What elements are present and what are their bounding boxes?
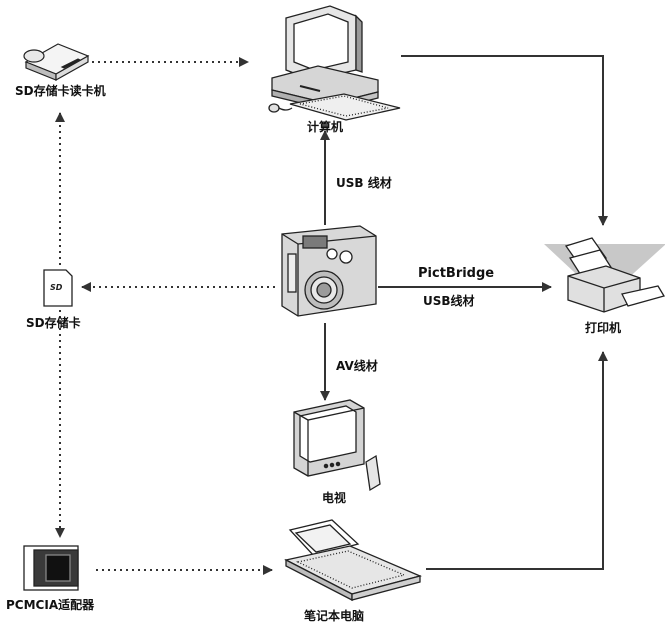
node-label-sd-reader: SD存储卡读卡机 (15, 84, 106, 98)
connectors (55, 55, 608, 575)
node-label-sd-card: SD存储卡 (26, 316, 81, 330)
node-label-computer: 计算机 (307, 120, 344, 134)
edge-label-usb-up: USB 线材 (336, 176, 392, 190)
svg-text:SD: SD (50, 283, 63, 292)
edge-laptop-to-printer (426, 351, 608, 570)
printer-icon (544, 237, 665, 313)
node-label-pcmcia: PCMCIA适配器 (6, 598, 95, 612)
digital-camera-icon (281, 225, 377, 317)
laptop-icon (284, 519, 422, 602)
edge-computer-to-printer (401, 55, 608, 226)
edge-label-pictbridge: PictBridge (418, 266, 495, 281)
pcmcia-adapter-icon (23, 545, 79, 591)
sd-card-reader-icon (23, 43, 90, 82)
edge-label-av: AV线材 (336, 359, 378, 373)
edge-label-usb-right: USB线材 (423, 294, 475, 308)
television-icon (293, 399, 381, 492)
node-label-laptop: 笔记本电脑 (304, 609, 365, 623)
node-label-printer: 打印机 (585, 321, 622, 335)
node-label-tv: 电视 (322, 491, 347, 505)
sd-card-icon: SD (43, 269, 73, 307)
desktop-computer-icon (268, 5, 401, 121)
